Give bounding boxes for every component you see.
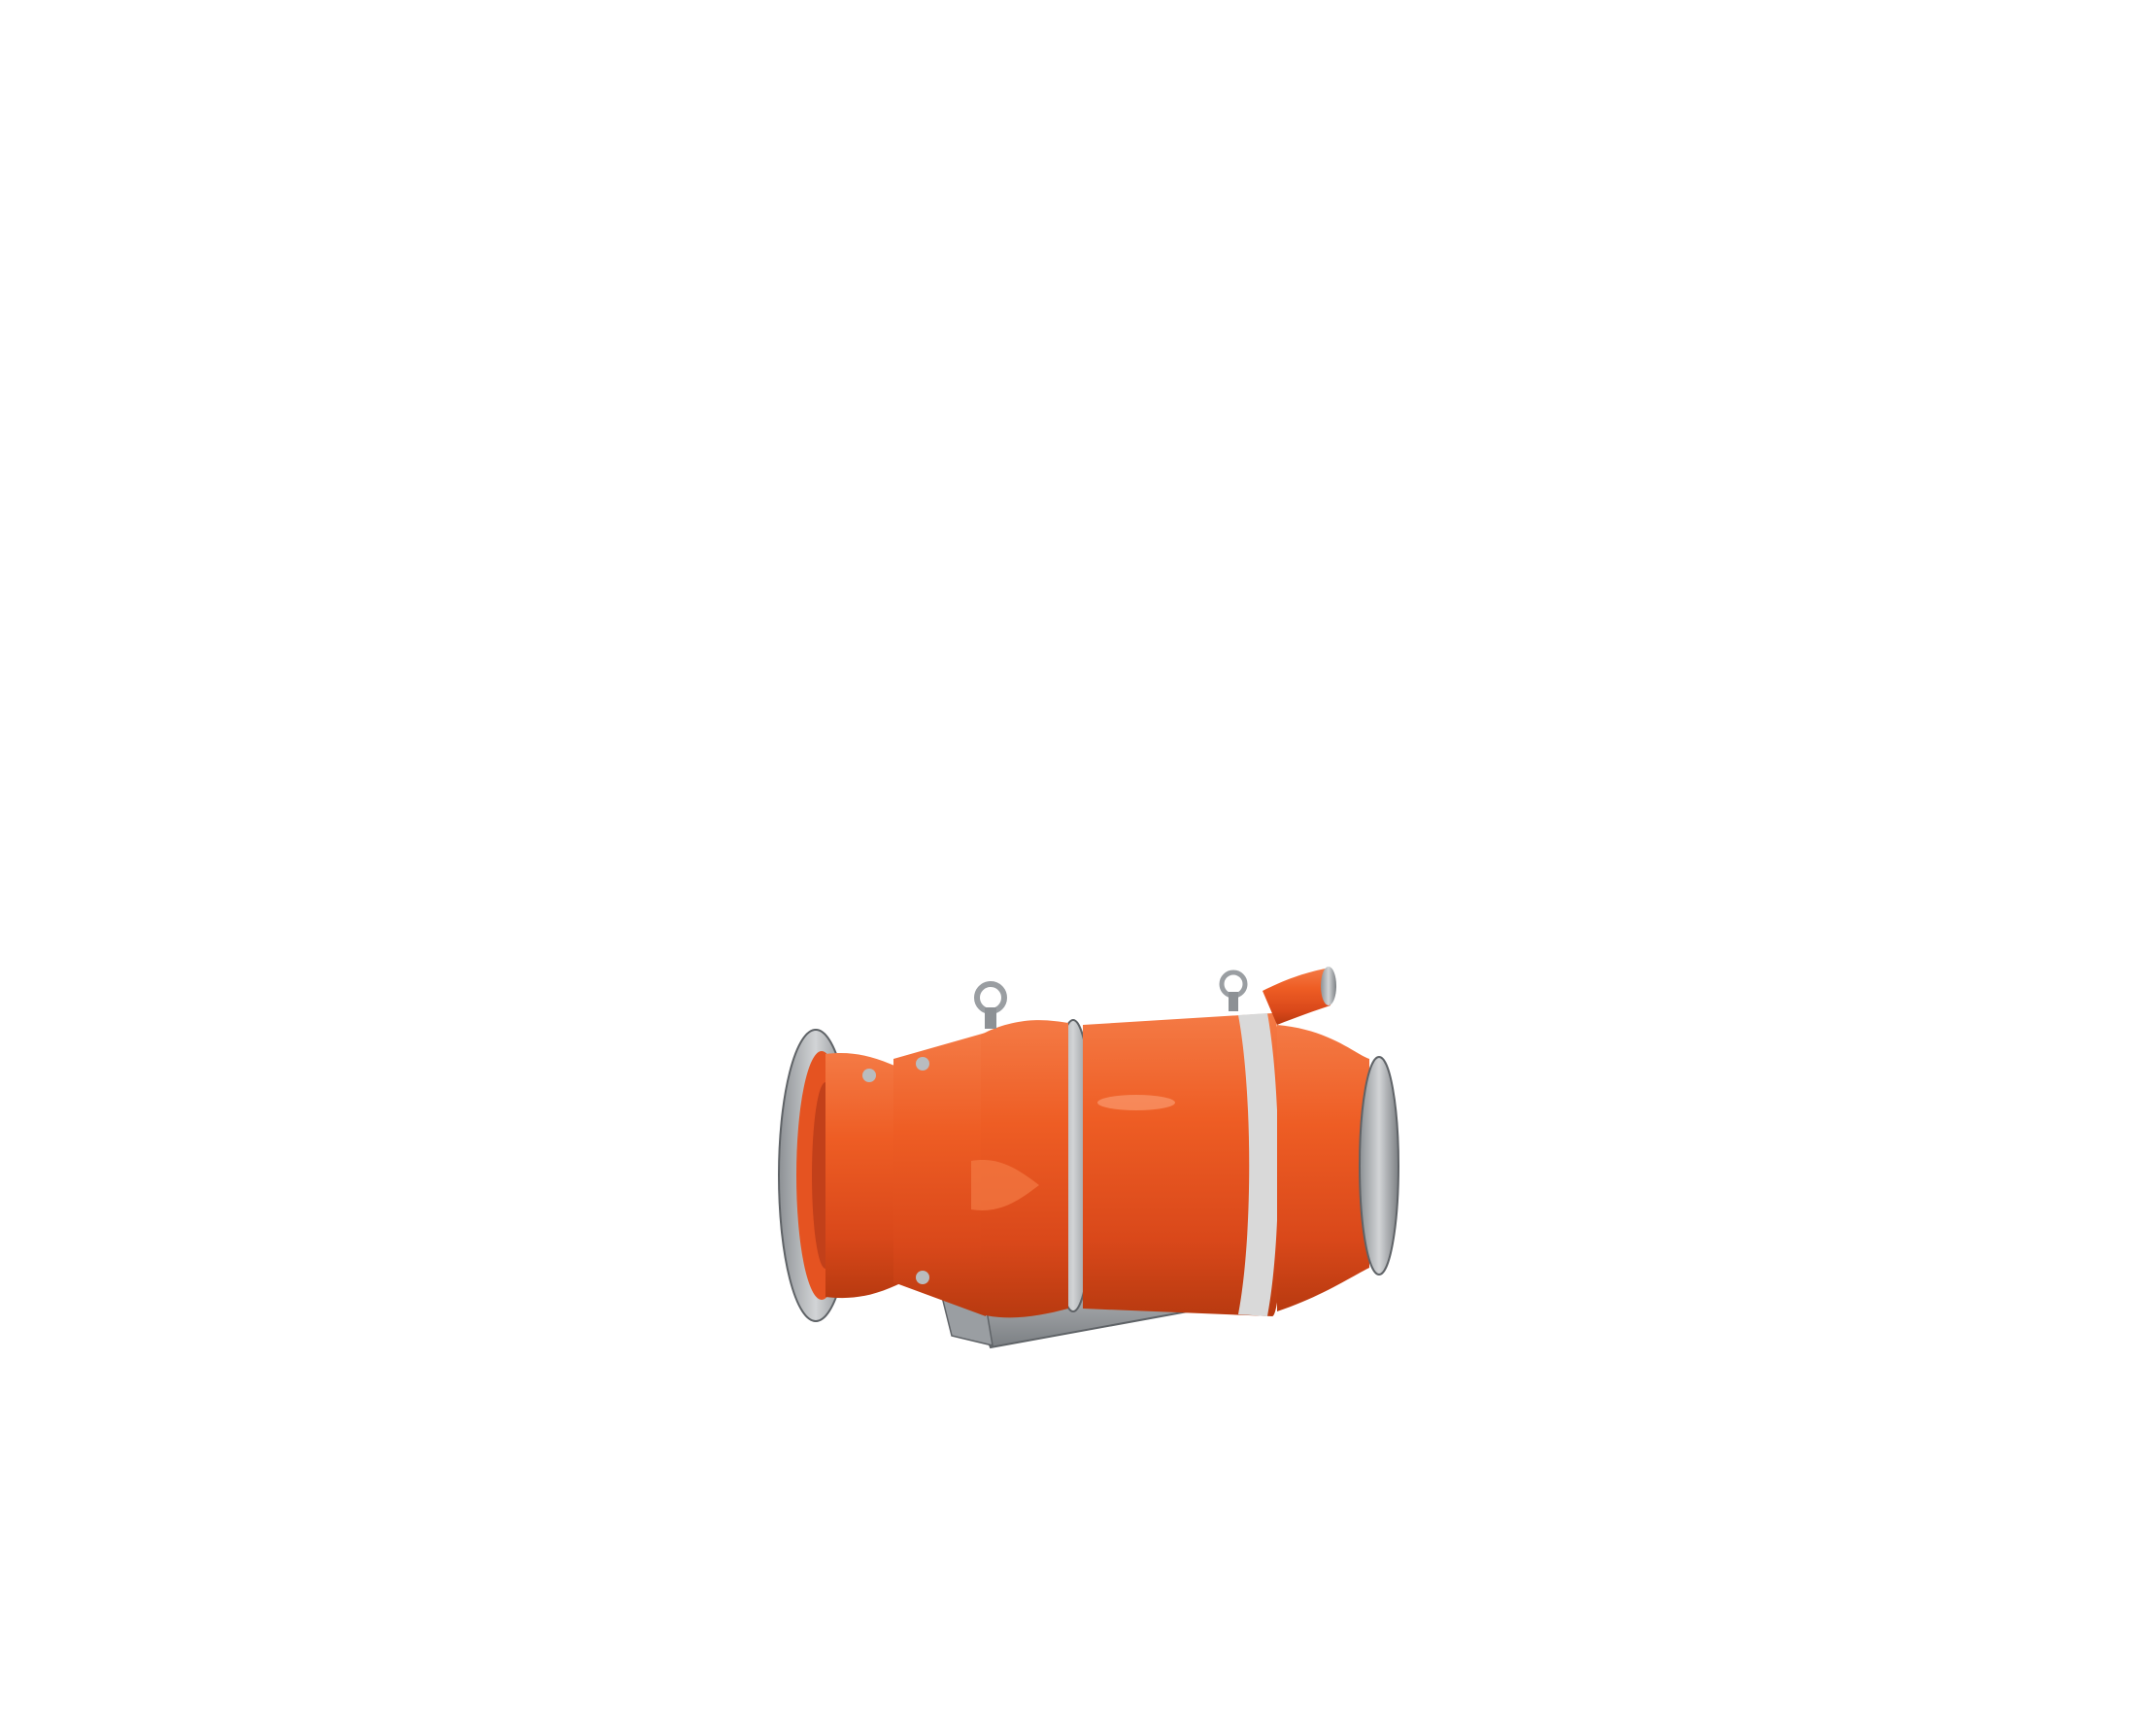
rear-cone bbox=[1277, 1025, 1399, 1311]
lifting-eye-icon bbox=[974, 981, 1007, 1029]
lifting-eye-icon bbox=[1219, 970, 1248, 1011]
motor-housing bbox=[1083, 1013, 1284, 1316]
diffuser-section bbox=[971, 1020, 1068, 1318]
suction-bell bbox=[825, 1033, 986, 1316]
brand-band bbox=[1238, 1013, 1279, 1316]
cable-inlet bbox=[1263, 967, 1336, 1025]
submersible-pump-image bbox=[778, 967, 1399, 1349]
